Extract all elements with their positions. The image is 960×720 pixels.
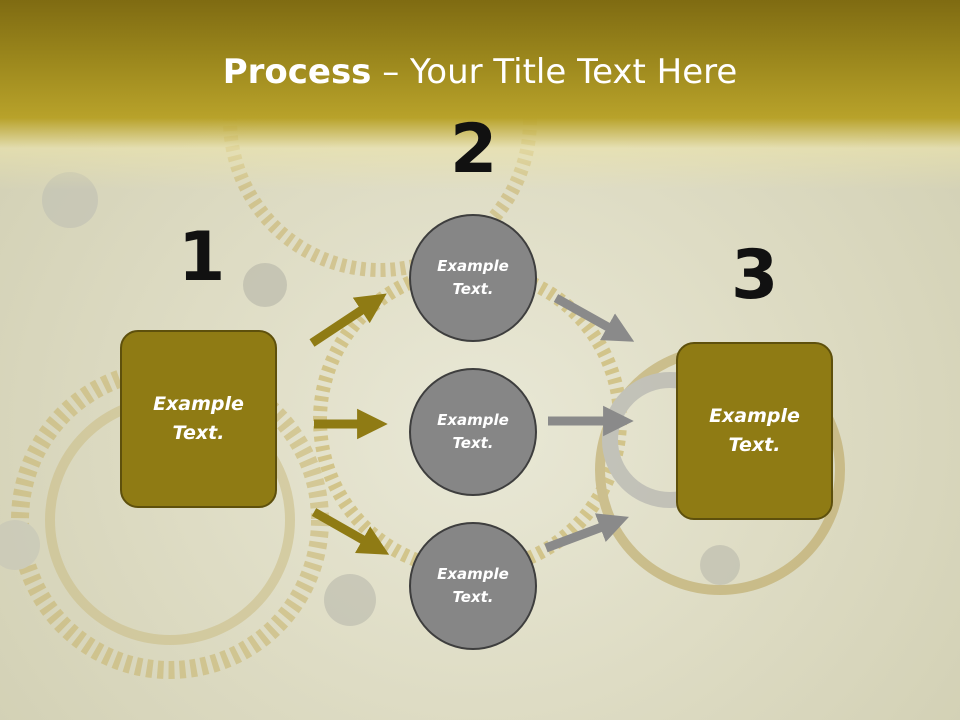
left-step-box-text: Example Text.	[153, 393, 244, 444]
screw-right	[700, 545, 740, 585]
step-number-2: 2	[450, 110, 498, 189]
step-number-3: 3	[731, 236, 779, 315]
arrow-to-circle-3	[311, 508, 390, 555]
step-number-1: 1	[178, 218, 226, 297]
circle-1-text: Example Text.	[437, 257, 509, 298]
title-band	[0, 0, 960, 190]
arrow-from-circle-3	[544, 513, 629, 553]
circle-3: Example Text.	[409, 522, 537, 650]
circle-2: Example Text.	[409, 368, 537, 496]
left-step-box: Example Text.	[120, 330, 277, 508]
page-title: Process – Your Title Text Here	[0, 52, 960, 92]
title-rest: – Your Title Text Here	[371, 52, 738, 92]
jewel-left	[0, 520, 40, 570]
title-bold: Process	[222, 52, 372, 92]
screw-mid-left	[243, 263, 287, 307]
circle-3-text: Example Text.	[437, 565, 509, 606]
screw-bottom	[324, 574, 376, 626]
arrow-to-circle-1	[309, 293, 387, 347]
arrow-from-circle-1	[553, 294, 635, 342]
right-step-box-text: Example Text.	[709, 405, 800, 456]
circle-2-text: Example Text.	[437, 411, 509, 452]
circle-1: Example Text.	[409, 214, 537, 342]
right-step-box: Example Text.	[676, 342, 833, 520]
